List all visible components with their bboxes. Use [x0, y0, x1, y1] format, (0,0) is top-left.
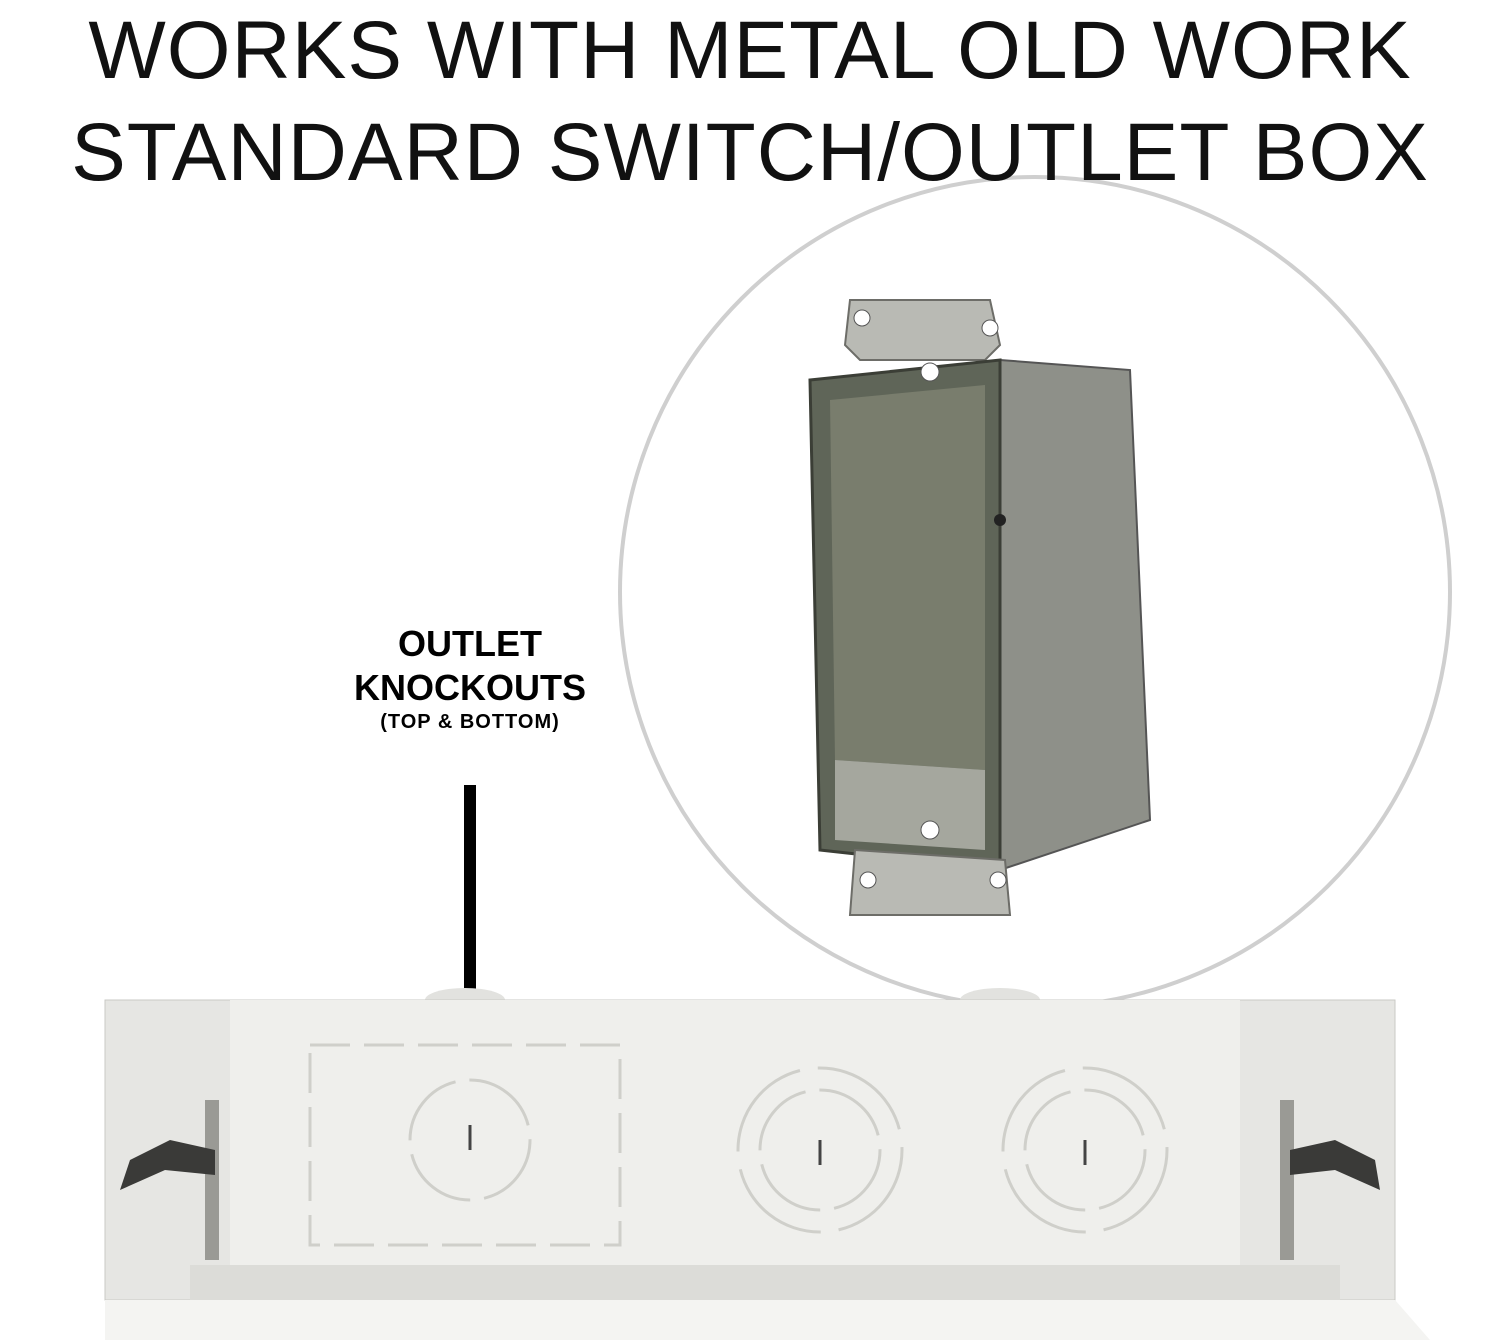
- metal-box-inset: [618, 175, 1452, 1009]
- outlet-knockout: [308, 1043, 622, 1247]
- metal-old-work-box-image: [808, 299, 1152, 916]
- round-knockout: [1001, 1066, 1169, 1234]
- enclosure-image: [104, 988, 1430, 1340]
- callout-line-2: KNOCKOUTS: [354, 667, 586, 708]
- round-knockout: [736, 1066, 904, 1234]
- mounting-clamp-left: [120, 1100, 219, 1260]
- headline-line-1: WORKS WITH METAL OLD WORK: [88, 5, 1412, 96]
- callout-line-3: (TOP & BOTTOM): [380, 711, 560, 733]
- mounting-clamp-right: [1280, 1100, 1380, 1260]
- headline-line-2: STANDARD SWITCH/OUTLET BOX: [71, 107, 1429, 198]
- callout-line-1: OUTLET: [398, 623, 542, 664]
